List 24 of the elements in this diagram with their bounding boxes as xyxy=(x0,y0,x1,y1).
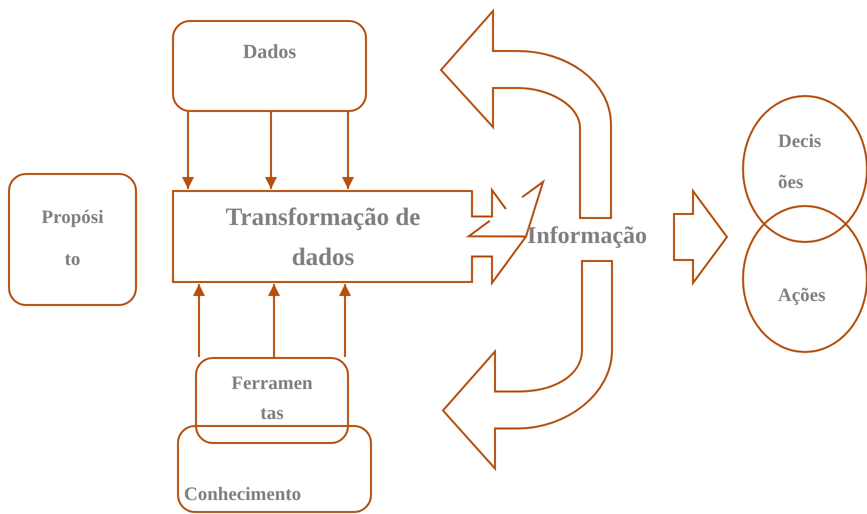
rounded-box xyxy=(172,20,367,112)
rounded-box xyxy=(195,357,349,444)
node-label: Propósi to xyxy=(40,206,104,272)
rounded-box xyxy=(177,425,372,513)
node-label: Ações xyxy=(778,284,826,308)
arrow xyxy=(342,112,354,189)
node-label: Dados xyxy=(242,40,296,65)
curved-block-arrow xyxy=(442,260,613,470)
arrow xyxy=(339,284,351,357)
ellipse xyxy=(742,205,867,353)
rounded-box xyxy=(8,173,137,306)
curved-block-arrow xyxy=(440,10,612,219)
node-label: Ferramen tas xyxy=(230,372,314,426)
arrow xyxy=(193,284,205,357)
node-label: Decis ões xyxy=(778,130,822,195)
process-box xyxy=(172,190,472,283)
ellipse xyxy=(742,95,867,243)
arrow xyxy=(265,112,277,189)
node-label: Transformação de dados xyxy=(224,203,422,273)
node-label: Conhecimento xyxy=(184,483,302,507)
arrow xyxy=(182,112,194,189)
block-arrow xyxy=(673,188,728,286)
arrow xyxy=(268,284,280,357)
node-label: Informação xyxy=(527,220,668,252)
